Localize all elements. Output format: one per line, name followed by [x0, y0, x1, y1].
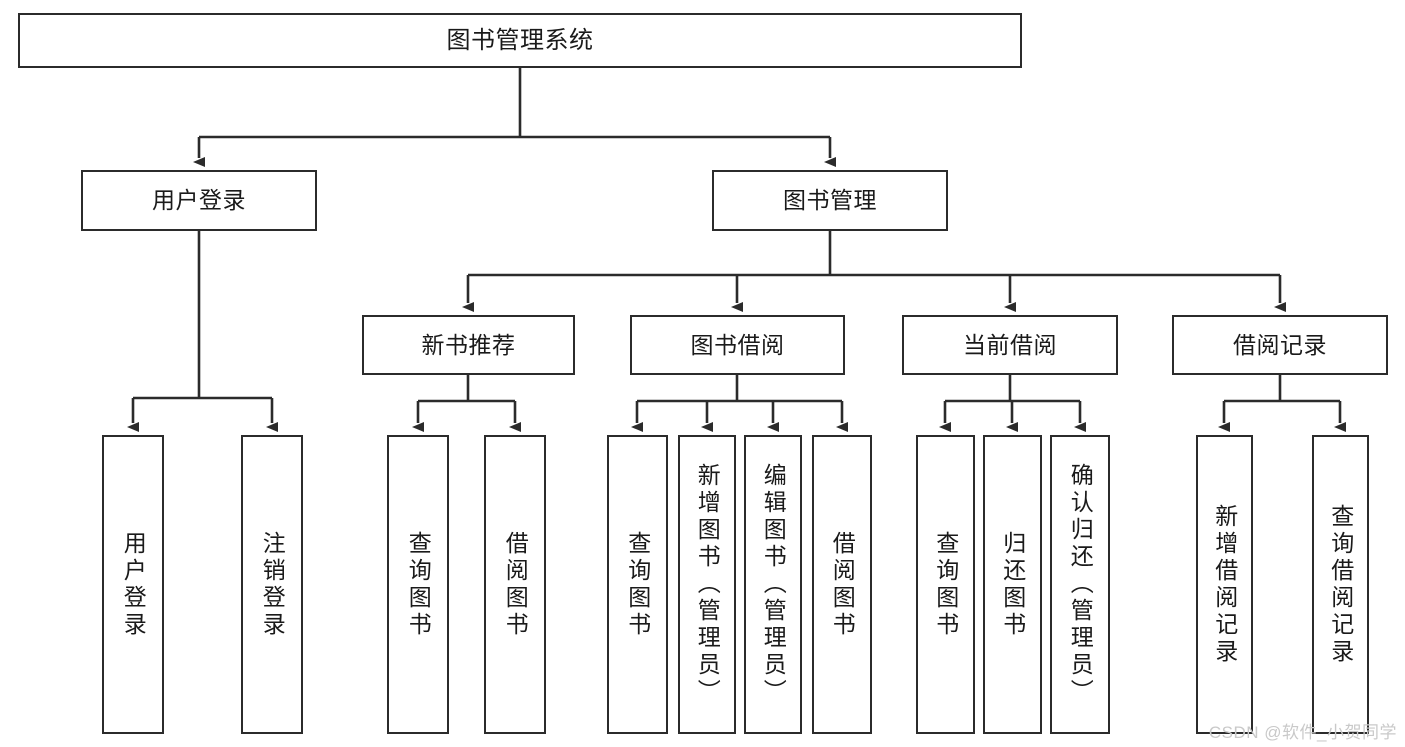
- node-leaf-query-borrow-rec-label: 查询借阅记录: [1327, 503, 1354, 666]
- csdn-watermark: CSDN @软件_小贺同学: [1208, 723, 1397, 742]
- node-leaf-return-book[interactable]: 归还图书: [983, 435, 1042, 734]
- node-leaf-query-book-label: 查询图书: [624, 530, 651, 639]
- node-book-borrow-label: 图书借阅: [690, 331, 785, 358]
- node-leaf-query-book-rec[interactable]: 查询图书: [387, 435, 449, 734]
- node-leaf-return-book-label: 归还图书: [999, 530, 1026, 639]
- node-borrow-record[interactable]: 借阅记录: [1172, 315, 1388, 375]
- node-leaf-add-book-admin-label: 新增图书（管理员）: [694, 463, 721, 706]
- node-leaf-confirm-return[interactable]: 确认归还（管理员）: [1050, 435, 1110, 734]
- node-book-borrow[interactable]: 图书借阅: [630, 315, 845, 375]
- node-leaf-add-borrow-rec-label: 新增借阅记录: [1211, 503, 1238, 666]
- node-new-book-rec-label: 新书推荐: [421, 331, 516, 358]
- node-current-borrow[interactable]: 当前借阅: [902, 315, 1118, 375]
- node-user-login-label: 用户登录: [152, 187, 246, 214]
- node-root-label: 图书管理系统: [446, 26, 594, 54]
- node-leaf-query-book-cur-label: 查询图书: [932, 530, 959, 639]
- node-leaf-query-book-rec-label: 查询图书: [405, 530, 432, 639]
- node-user-login[interactable]: 用户登录: [81, 170, 317, 231]
- node-leaf-edit-book-admin[interactable]: 编辑图书（管理员）: [744, 435, 802, 734]
- node-borrow-record-label: 借阅记录: [1233, 331, 1327, 358]
- node-root[interactable]: 图书管理系统: [18, 13, 1022, 68]
- node-leaf-borrow-book-label: 借阅图书: [829, 530, 856, 639]
- node-leaf-logout-login-label: 注销登录: [259, 530, 286, 639]
- node-leaf-edit-book-admin-label: 编辑图书（管理员）: [760, 463, 787, 706]
- node-leaf-borrow-book-rec-label: 借阅图书: [502, 530, 529, 639]
- node-new-book-rec[interactable]: 新书推荐: [362, 315, 575, 375]
- node-leaf-query-borrow-rec[interactable]: 查询借阅记录: [1312, 435, 1369, 734]
- node-leaf-user-login-label: 用户登录: [120, 530, 147, 639]
- node-leaf-add-book-admin[interactable]: 新增图书（管理员）: [678, 435, 736, 734]
- node-leaf-borrow-book[interactable]: 借阅图书: [812, 435, 872, 734]
- node-leaf-confirm-return-label: 确认归还（管理员）: [1067, 463, 1094, 706]
- node-leaf-query-book[interactable]: 查询图书: [607, 435, 668, 734]
- node-leaf-borrow-book-rec[interactable]: 借阅图书: [484, 435, 546, 734]
- node-leaf-user-login[interactable]: 用户登录: [102, 435, 164, 734]
- node-book-manage-label: 图书管理: [783, 187, 877, 214]
- node-leaf-add-borrow-rec[interactable]: 新增借阅记录: [1196, 435, 1253, 734]
- node-current-borrow-label: 当前借阅: [963, 331, 1057, 358]
- node-leaf-query-book-cur[interactable]: 查询图书: [916, 435, 975, 734]
- node-leaf-logout-login[interactable]: 注销登录: [241, 435, 303, 734]
- node-book-manage[interactable]: 图书管理: [712, 170, 948, 231]
